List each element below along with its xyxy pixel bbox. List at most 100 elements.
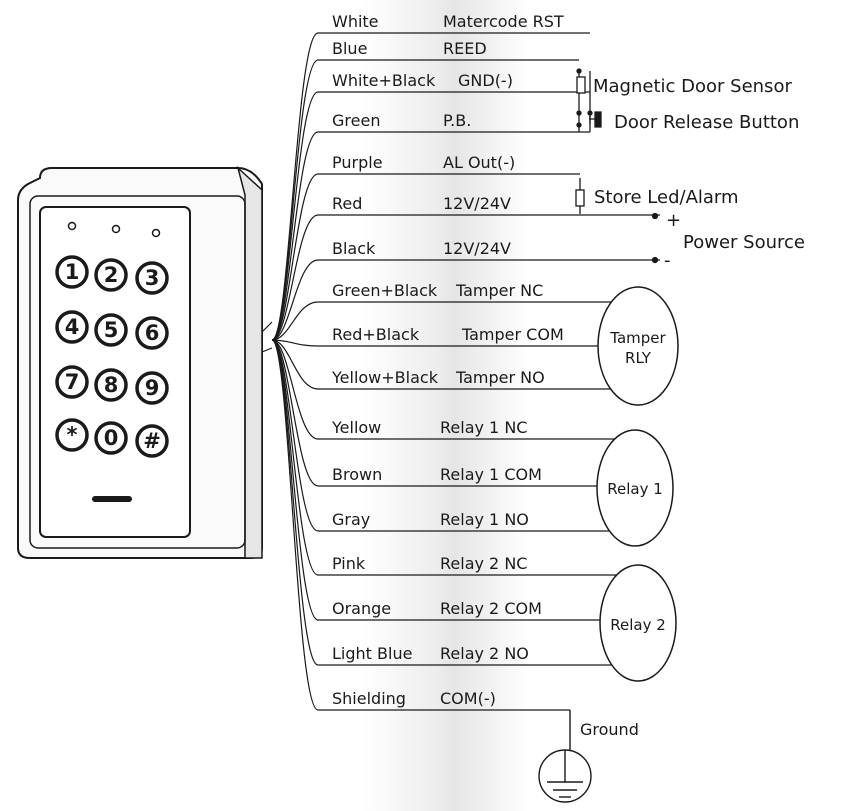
power-source-label: Power Source (683, 232, 805, 253)
wire-fan-curve (271, 131, 319, 341)
wire-fan-curve (271, 259, 319, 341)
tamper-relay-label-1: Tamper (609, 329, 666, 347)
wire-signal-label: Matercode RST (443, 12, 564, 31)
wire-signal-label: 12V/24V (443, 194, 511, 213)
keypad-key-label: 7 (65, 370, 80, 394)
wire-signal-label: Relay 2 NO (440, 644, 529, 663)
keypad-key-label: 6 (145, 321, 160, 345)
cable-stub (261, 321, 273, 353)
keypad-key: 0 (94, 421, 128, 455)
keypad-key-label: 2 (104, 263, 119, 287)
wire-fan-curve (271, 339, 319, 532)
magnetic-door-sensor-label: Magnetic Door Sensor (593, 76, 792, 97)
keypad-key: # (135, 424, 169, 458)
power-terminal-positive (651, 212, 659, 220)
wire-signal-label: Relay 1 NC (440, 418, 527, 437)
keypad-key: 3 (135, 261, 169, 295)
ground-label: Ground (580, 720, 639, 739)
wire-color-label: Red+Black (332, 325, 420, 344)
wire-color-label: Brown (332, 465, 382, 484)
wire-color-label: Purple (332, 153, 383, 172)
keypad-key-label: 9 (145, 376, 160, 400)
wire-color-label: Orange (332, 599, 391, 618)
wire-color-label: Blue (332, 39, 367, 58)
wire-signal-label: COM(-) (440, 689, 496, 708)
keypad-key: 4 (55, 310, 89, 344)
keypad-key-label: 3 (145, 266, 160, 290)
wire-color-label: Gray (332, 510, 370, 529)
wire-signal-label: Tamper NC (455, 281, 543, 300)
wire-signal-label: Relay 1 NO (440, 510, 529, 529)
power-plus-sign: + (666, 210, 681, 231)
wire-fan-curve (271, 339, 319, 666)
card-reader-slot (92, 496, 132, 502)
wire-signal-label: Tamper COM (461, 325, 564, 344)
store-led-circuit (575, 178, 659, 264)
wire-signal-label: REED (443, 39, 487, 58)
store-led-alarm-label: Store Led/Alarm (594, 187, 739, 208)
keypad-key-label: 5 (104, 318, 119, 342)
wire-color-label: Yellow+Black (331, 368, 439, 387)
power-terminal-negative (651, 256, 659, 264)
keypad-key: 5 (94, 313, 128, 347)
keypad-key-label: 0 (104, 426, 119, 450)
keypad-key: 6 (135, 316, 169, 350)
led-indicator (151, 228, 161, 238)
keypad-key: * (55, 418, 89, 452)
wire-labels: White Matercode RST Blue REED White+Black GND… (331, 12, 564, 708)
wire-color-label: White+Black (332, 71, 436, 90)
push-button-symbol (594, 111, 602, 128)
keypad-key: 9 (135, 371, 169, 405)
wire-color-label: Red (332, 194, 362, 213)
keypad-key: 2 (94, 258, 128, 292)
led-indicator (111, 224, 121, 234)
cable-bundle (261, 32, 319, 711)
ground-connection (538, 710, 592, 803)
wire-signal-label: Relay 1 COM (440, 465, 542, 484)
keypad-key-label: * (67, 423, 78, 447)
relay-2: Relay 2 (599, 564, 677, 682)
keypad-key-label: # (143, 429, 161, 453)
keypad-key: 8 (94, 368, 128, 402)
keypad-key: 7 (55, 365, 89, 399)
wire-signal-label: GND(-) (458, 71, 513, 90)
wire-signal-label: Relay 2 COM (440, 599, 542, 618)
led-alarm-symbol (575, 189, 585, 207)
wire-fan-curve (271, 91, 319, 341)
wire-fan-curve (271, 173, 319, 341)
door-release-button-label: Door Release Button (614, 112, 799, 133)
wire-color-label: Green+Black (332, 281, 438, 300)
relay-1-label: Relay 1 (607, 480, 663, 498)
wire-fan-curve (271, 301, 319, 341)
tamper-relay: Tamper RLY (597, 286, 679, 406)
wire-color-label: Shielding (332, 689, 406, 708)
wire-signal-label: P.B. (443, 111, 471, 130)
wire-fan-curve (271, 339, 319, 711)
wire-lines (318, 32, 660, 711)
door-sensor-circuit (576, 68, 602, 132)
wire-color-label: Pink (332, 554, 366, 573)
wire-signal-label: Tamper NO (455, 368, 545, 387)
keypad-key-label: 4 (65, 315, 80, 339)
relay-1: Relay 1 (596, 429, 674, 547)
wire-signal-label: 12V/24V (443, 239, 511, 258)
tamper-relay-label-2: RLY (625, 349, 652, 367)
relay-2-label: Relay 2 (610, 616, 666, 634)
keypad-key-label: 1 (65, 260, 80, 284)
wire-signal-label: AL Out(-) (443, 153, 515, 172)
power-minus-sign: - (664, 250, 671, 271)
wire-fan-curve (271, 339, 319, 347)
wire-signal-label: Relay 2 NC (440, 554, 527, 573)
wire-color-label: White (332, 12, 379, 31)
wire-color-label: Green (332, 111, 380, 130)
keypad-key: 1 (55, 255, 89, 289)
wire-color-label: Yellow (331, 418, 381, 437)
led-indicator (67, 221, 77, 231)
sensor-symbol (576, 76, 586, 94)
keypad-key-label: 8 (104, 373, 119, 397)
wire-color-label: Light Blue (332, 644, 412, 663)
